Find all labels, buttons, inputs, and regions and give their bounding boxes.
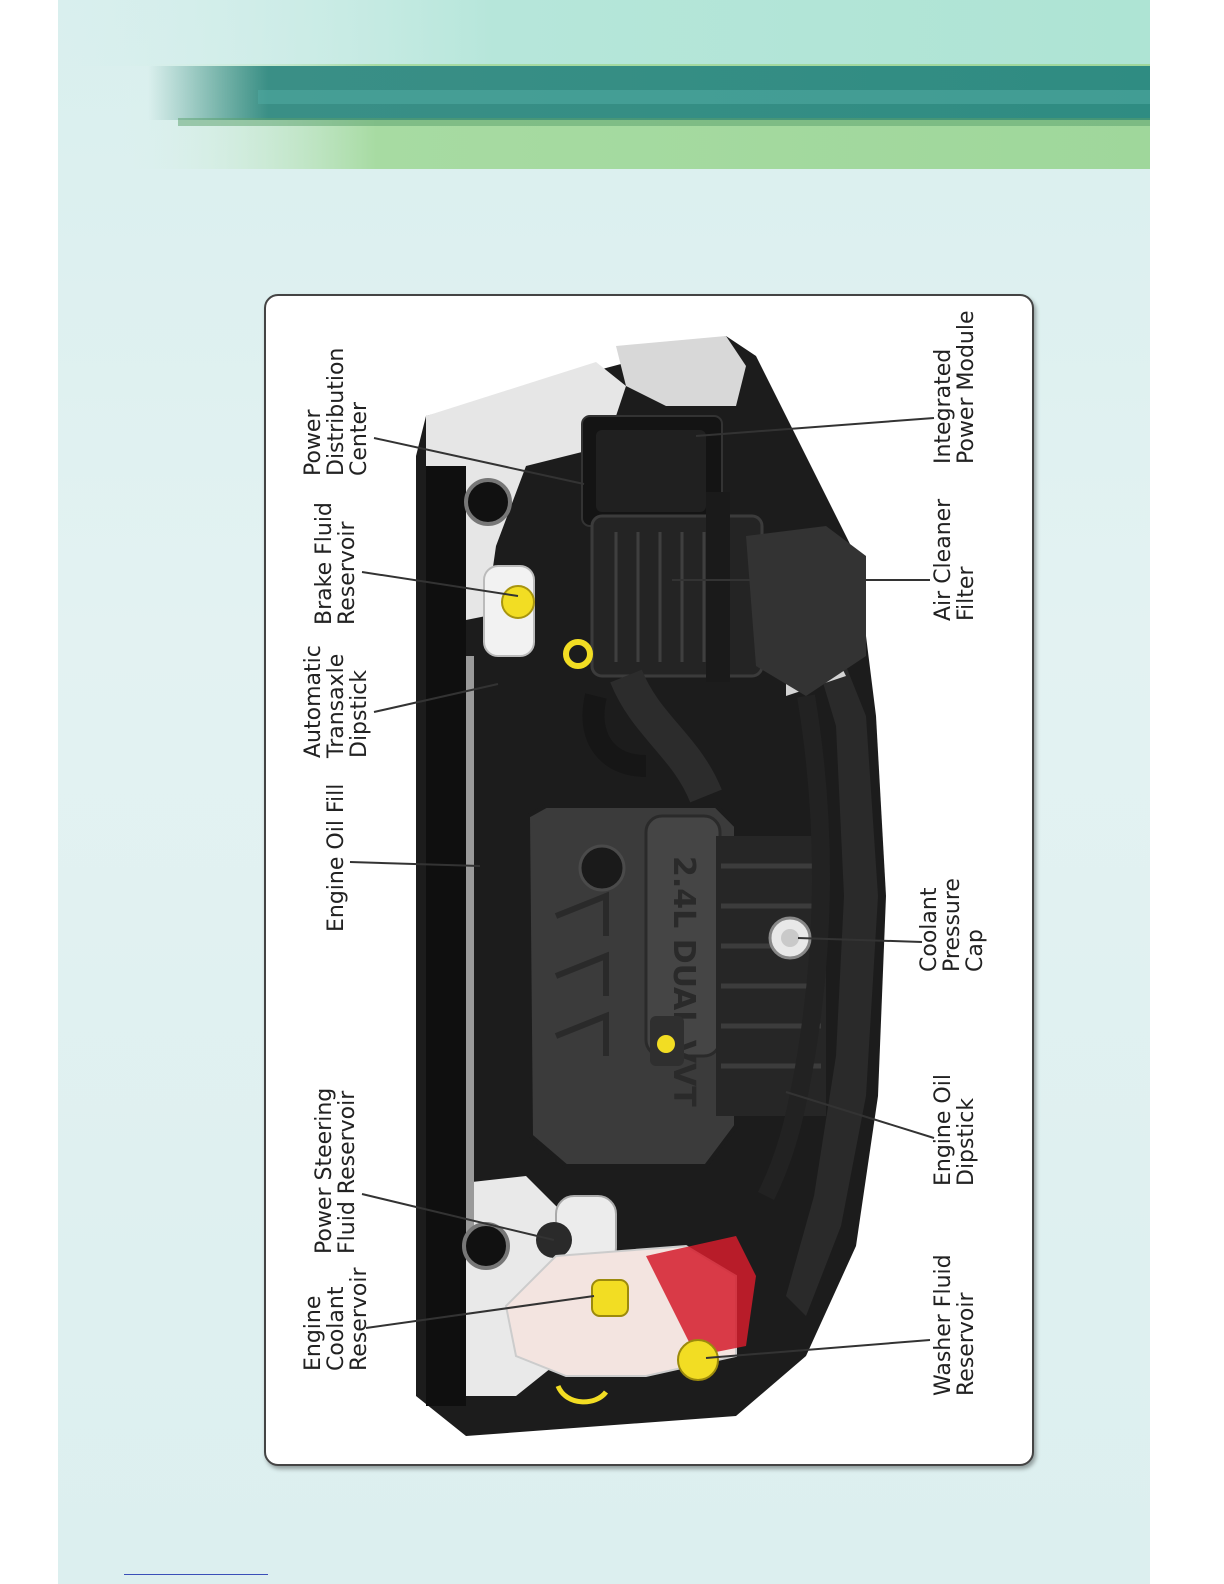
label-integrated-power-module: Integrated Power Module xyxy=(932,310,978,464)
label-air-cleaner-filter: Air Cleaner Filter xyxy=(932,499,978,621)
label-automatic-transaxle-dipstick: Automatic Transaxle Dipstick xyxy=(302,645,371,758)
label-engine-coolant-reservoir: Engine Coolant Reservoir xyxy=(302,1267,371,1371)
label-brake-fluid-reservoir: Brake Fluid Reservoir xyxy=(313,502,359,625)
label-power-steering-fluid-reservoir: Power Steering Fluid Reservoir xyxy=(313,1088,359,1254)
label-power-distribution-center: Power Distribution Center xyxy=(302,348,371,476)
label-washer-fluid-reservoir: Washer Fluid Reservoir xyxy=(932,1254,978,1396)
page: 2.4L DUAL VVT xyxy=(58,0,1150,1584)
header-banner xyxy=(58,0,1150,180)
engine-cover-text: 2.4L DUAL VVT xyxy=(666,856,701,1107)
label-engine-oil-fill: Engine Oil Fill xyxy=(325,784,348,932)
footer-rule xyxy=(124,1574,268,1575)
label-engine-oil-dipstick: Engine Oil Dipstick xyxy=(932,1074,978,1186)
label-coolant-pressure-cap: Coolant Pressure Cap xyxy=(918,878,987,972)
engine-compartment-figure: 2.4L DUAL VVT xyxy=(264,294,1034,1466)
